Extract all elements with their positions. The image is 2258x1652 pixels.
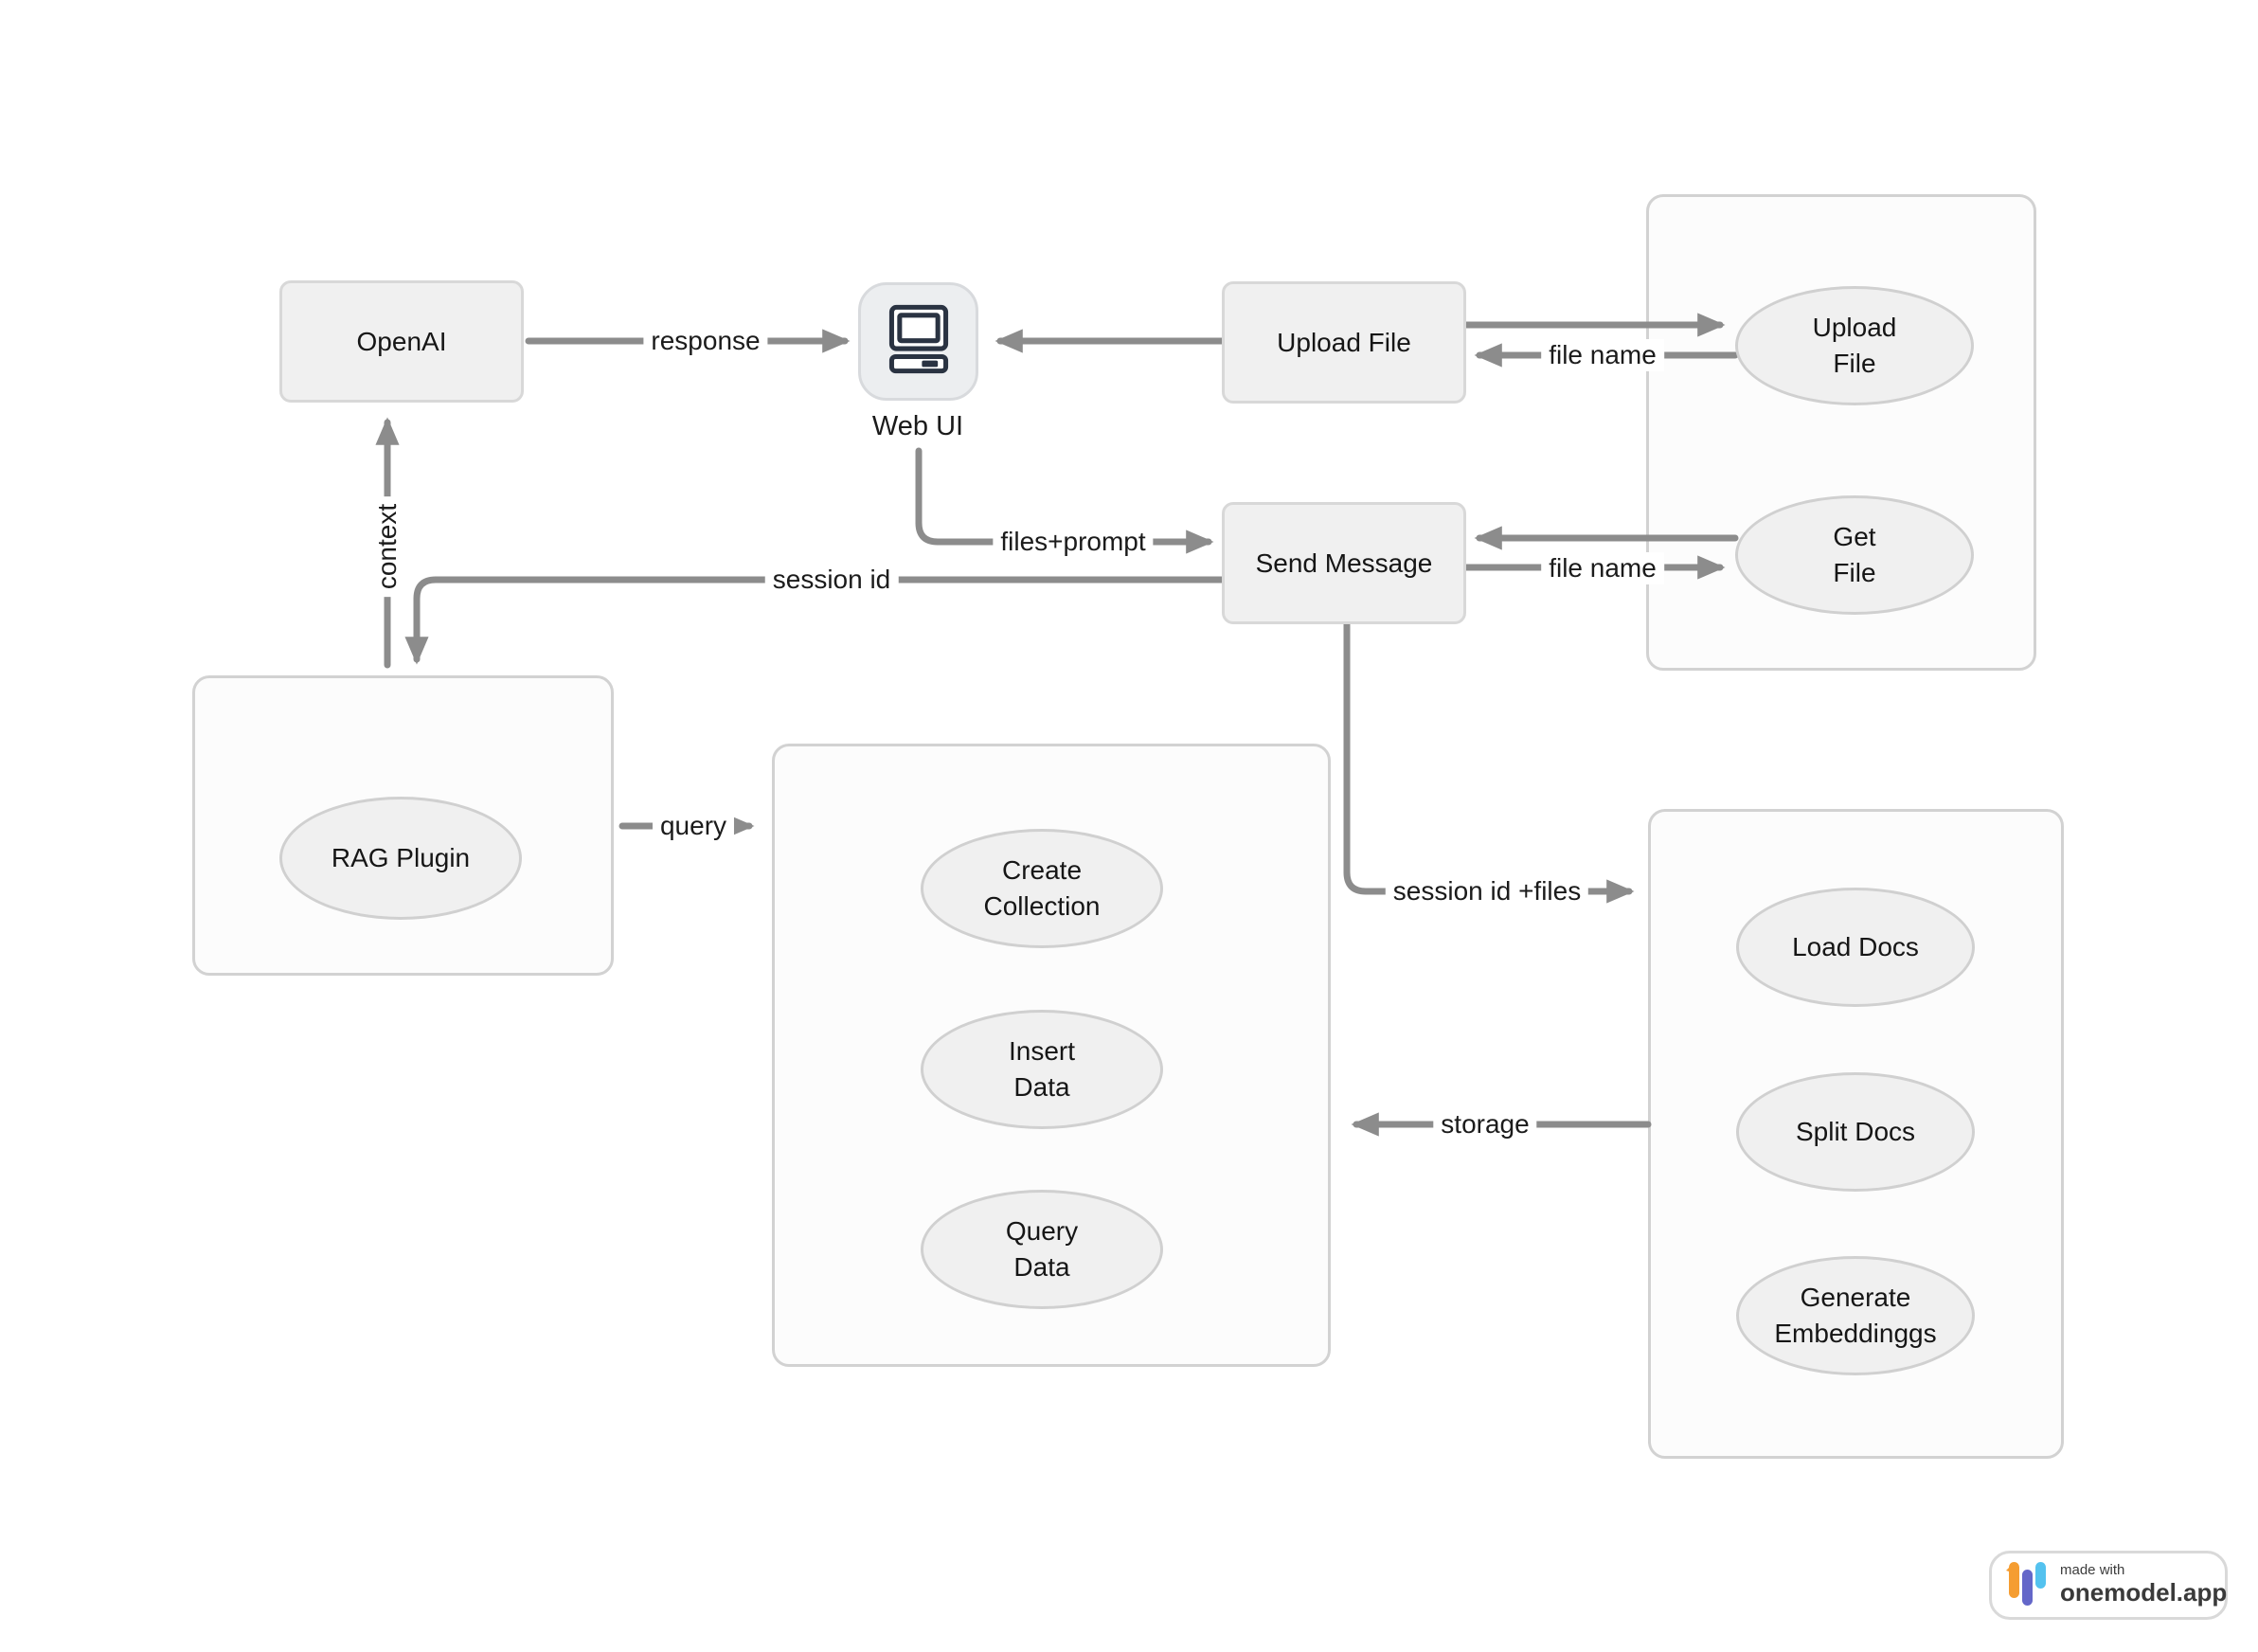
node-load-docs[interactable]: Load Docs	[1736, 888, 1975, 1007]
node-rag-plugin[interactable]: RAG Plugin	[279, 797, 522, 920]
node-generate-embeddings-label: Generate Embeddinggs	[1774, 1283, 1937, 1348]
onemodel-badge[interactable]: made with onemodel.app	[1989, 1551, 2228, 1620]
node-s3-get-file[interactable]: Get File	[1735, 495, 1974, 615]
edge-label-files-prompt: files+prompt	[993, 526, 1154, 558]
onemodel-logo-icon	[2001, 1558, 2049, 1612]
badge-brand-text: onemodel.app	[2060, 1577, 2228, 1607]
node-s3-upload-file[interactable]: Upload File	[1735, 286, 1974, 405]
node-openai-label: OpenAI	[356, 326, 447, 356]
edge-label-file-name-upload: file name	[1541, 339, 1664, 371]
node-upload-file[interactable]: Upload File	[1222, 281, 1466, 404]
edge-label-storage: storage	[1433, 1108, 1537, 1140]
node-load-docs-label: Load Docs	[1792, 932, 1919, 962]
edge-label-context: context	[371, 495, 403, 598]
node-s3-upload-file-label: Upload File	[1812, 313, 1897, 378]
computer-icon	[879, 299, 959, 384]
node-create-collection[interactable]: Create Collection	[921, 829, 1163, 948]
node-insert-data-label: Insert Data	[1008, 1036, 1076, 1102]
node-insert-data[interactable]: Insert Data	[921, 1010, 1163, 1129]
node-web-ui-label: Web UI	[871, 411, 964, 441]
node-query-data[interactable]: Query Data	[921, 1190, 1163, 1309]
node-query-data-label: Query Data	[1005, 1216, 1079, 1282]
node-web-ui[interactable]	[858, 282, 978, 401]
edge-files-prompt	[915, 447, 1214, 554]
edge-label-file-name-get: file name	[1541, 552, 1664, 584]
edge-label-query: query	[652, 810, 735, 842]
node-upload-file-label: Upload File	[1277, 327, 1411, 357]
edge-session-id-files	[1343, 620, 1635, 904]
edge-label-session-id-files: session id +files	[1385, 875, 1589, 907]
edge-session-id	[404, 576, 1226, 665]
node-s3-get-file-label: Get File	[1833, 522, 1876, 587]
node-split-docs[interactable]: Split Docs	[1736, 1072, 1975, 1192]
node-generate-embeddings[interactable]: Generate Embeddinggs	[1736, 1256, 1975, 1375]
node-rag-plugin-label: RAG Plugin	[331, 843, 471, 873]
node-openai[interactable]: OpenAI	[279, 280, 524, 403]
node-send-message-label: Send Message	[1255, 548, 1433, 578]
node-split-docs-label: Split Docs	[1795, 1117, 1916, 1147]
edge-label-session-id: session id	[764, 564, 899, 596]
node-send-message[interactable]: Send Message	[1222, 502, 1466, 624]
edge-label-response: response	[643, 325, 768, 357]
node-create-collection-label: Create Collection	[983, 855, 1101, 921]
badge-made-with-text: made with	[2060, 1562, 2125, 1579]
